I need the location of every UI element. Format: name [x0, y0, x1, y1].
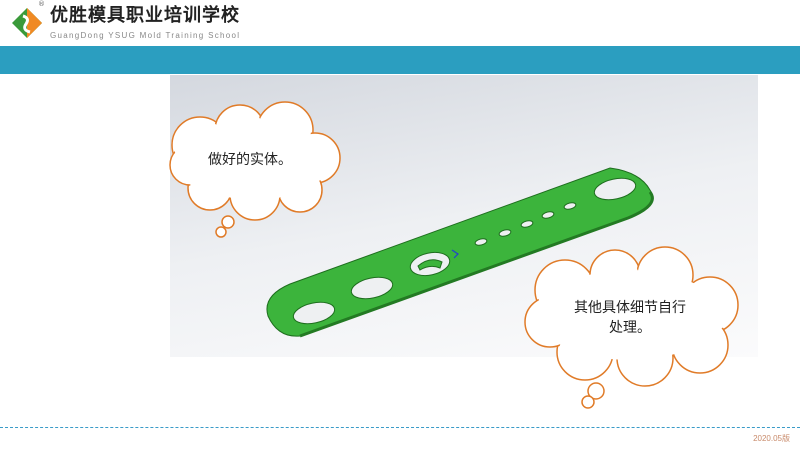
hole [292, 301, 336, 325]
callout-1-text: 做好的实体。 [208, 152, 292, 168]
hole [350, 276, 394, 300]
hole [593, 177, 637, 201]
brand-subtitle: GuangDong YSUG Mold Training School [50, 31, 241, 40]
footer-divider [0, 427, 800, 428]
version-label: 2020.05版 [753, 434, 790, 443]
callout-2-text: 其他具体细节自行 处理。 [545, 298, 715, 338]
registered-mark: ® [38, 0, 45, 8]
cloud-callout-1 [169, 101, 341, 238]
callout-2-line-1: 其他具体细节自行 [574, 300, 686, 316]
school-logo-icon [12, 8, 42, 38]
title-band [0, 46, 800, 74]
axis-triad-icon [451, 249, 459, 259]
callout-2-line-2: 处理。 [609, 320, 651, 336]
header: ® 优胜模具职业培训学校 GuangDong YSUG Mold Trainin… [0, 0, 800, 45]
cloud-callout-2 [524, 246, 739, 409]
brand-name: 优胜模具职业培训学校 [50, 5, 240, 26]
